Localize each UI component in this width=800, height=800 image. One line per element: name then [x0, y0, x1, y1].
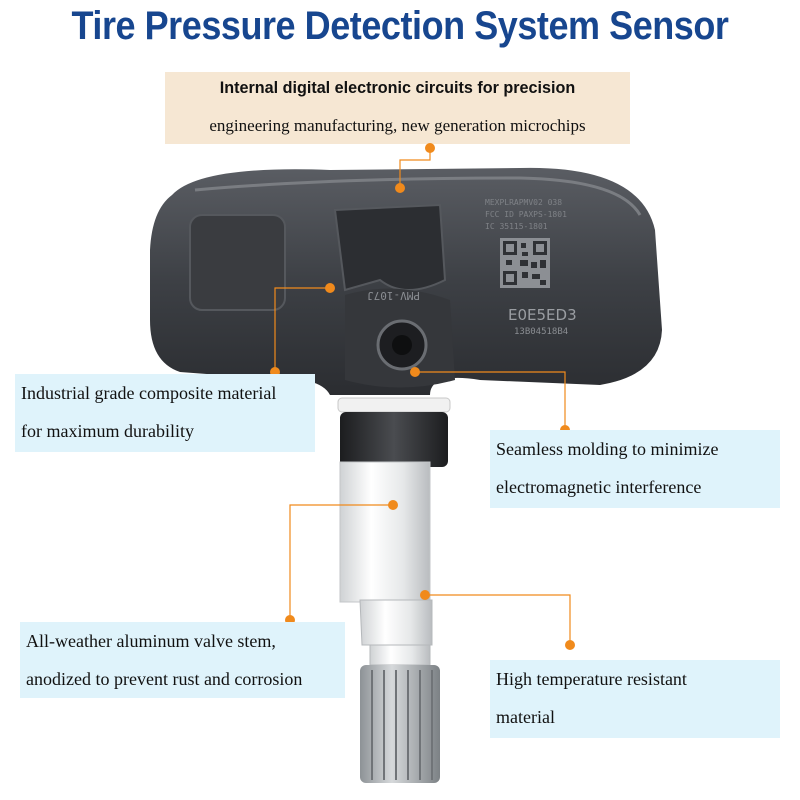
- hex-nut: [359, 599, 433, 646]
- seal-ring-black: [340, 412, 448, 467]
- callout-valve-stem-line1: All-weather aluminum valve stem,: [26, 631, 276, 651]
- leader-composite: [274, 287, 330, 372]
- dot-composite-top: [325, 283, 335, 293]
- callout-valve-stem-line2: anodized to prevent rust and corrosion: [26, 669, 303, 689]
- callout-electronics-line2: engineering manufacturing, new generatio…: [209, 116, 586, 135]
- callout-molding-line2: electromagnetic interference: [496, 477, 702, 497]
- callout-electronics-line1: Internal digital electronic circuits for…: [219, 78, 576, 97]
- leader-electronics: [399, 148, 431, 188]
- sensor-code-text: E0E5ED3: [508, 306, 577, 324]
- sensor-highlight: [194, 176, 642, 216]
- sensor-recess: [189, 214, 286, 311]
- leader-molding: [415, 371, 566, 430]
- dot-electronics: [395, 183, 405, 193]
- callout-electronics: Internal digital electronic circuits for…: [165, 72, 630, 144]
- callout-temperature-line2: material: [496, 707, 555, 727]
- callout-composite-line2: for maximum durability: [21, 421, 194, 441]
- leader-stem: [289, 504, 393, 620]
- sensor-fcc-text-3: IC 35115-1801: [485, 222, 548, 231]
- callout-molding-line1: Seamless molding to minimize: [496, 439, 719, 459]
- seal-ring-white: [337, 397, 451, 413]
- valve-stem: [339, 461, 431, 603]
- dot-molding: [410, 367, 420, 377]
- callout-valve-stem: All-weather aluminum valve stem, anodize…: [20, 622, 345, 698]
- callout-temperature-line1: High temperature resistant: [496, 669, 687, 689]
- callout-molding: Seamless molding to minimize electromagn…: [490, 430, 780, 508]
- sensor-model-text: PMV-107J: [367, 289, 420, 302]
- dot-electronics-top: [425, 143, 435, 153]
- sensor-fcc-text-2: FCC ID PAXPS-1801: [485, 210, 567, 219]
- callout-composite: Industrial grade composite material for …: [15, 374, 315, 452]
- dot-temperature-end: [565, 640, 575, 650]
- dot-stem: [388, 500, 398, 510]
- sensor-channel: [333, 203, 447, 292]
- leader-temperature: [425, 594, 571, 645]
- sensor-serial-text: 13B04518B4: [514, 327, 568, 337]
- callout-temperature: High temperature resistant material: [490, 660, 780, 738]
- page-title: Tire Pressure Detection System Sensor: [71, 4, 729, 48]
- sensor-fcc-text-1: MEXPLRAPMV02 038: [485, 198, 562, 207]
- dot-temperature: [420, 590, 430, 600]
- qr-code: [500, 238, 550, 288]
- callout-composite-line1: Industrial grade composite material: [21, 383, 277, 403]
